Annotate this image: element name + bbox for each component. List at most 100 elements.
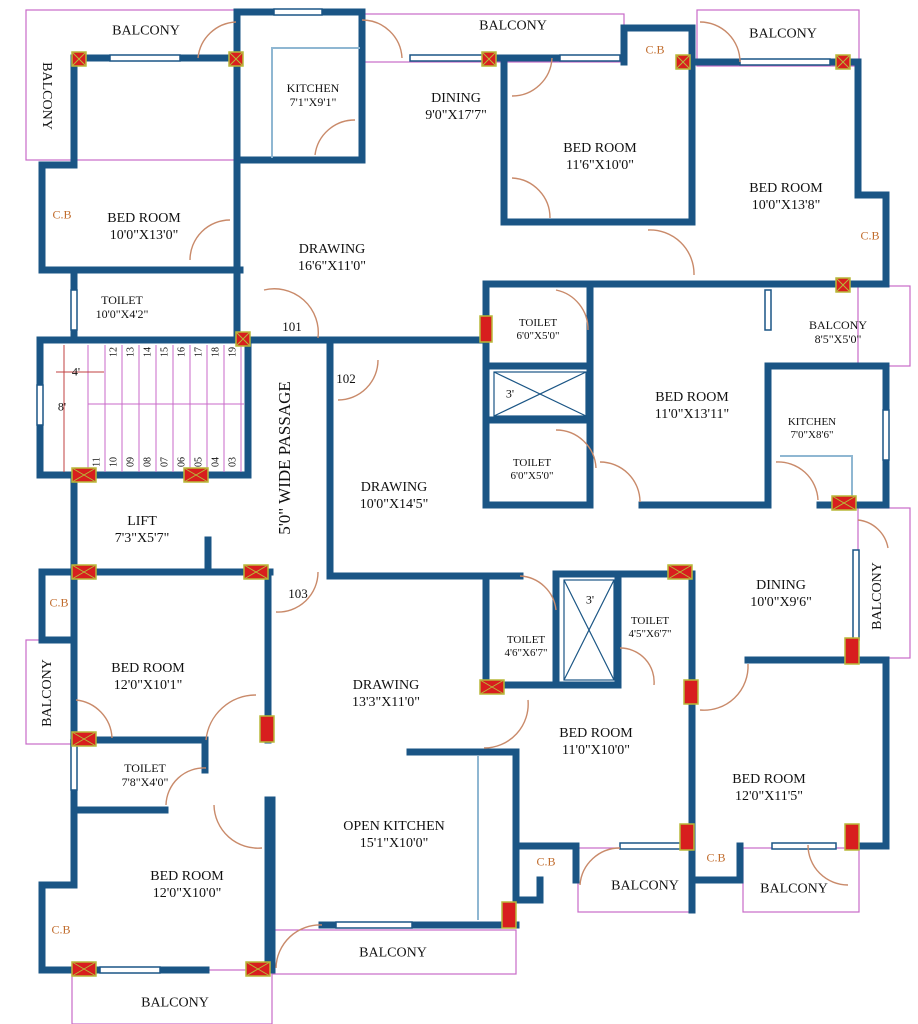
room-dimensions: 7'3"X5'7" (114, 531, 170, 546)
stair-step: 08 (142, 457, 154, 467)
stair-step: 15 (159, 347, 171, 357)
room-name: TOILET (630, 615, 670, 627)
room-name: OPEN KITCHEN (343, 819, 445, 834)
stair-step: 11 (91, 457, 103, 467)
staircase (87, 345, 244, 472)
room-name: KITCHEN (787, 416, 837, 428)
room-name: TOILET (518, 317, 558, 329)
drawing-middle-label: DRAWING 10'0"X14'5" (360, 479, 429, 513)
room-dimensions: 7'1"X9'1" (289, 95, 337, 109)
counters (271, 47, 853, 920)
room-name: LIFT (127, 514, 157, 529)
room-dimensions: 6'0"X5'0" (510, 470, 554, 482)
kitchen-right-label: KITCHEN 7'0"X8'6" (788, 416, 836, 442)
room-dimensions: 16'6"X11'0" (297, 259, 367, 274)
cb-label: C.B (536, 854, 556, 869)
room-name: TOILET (512, 457, 552, 469)
room-dimensions: 10'0"X13'0" (109, 228, 179, 243)
stair-step: 10 (108, 457, 120, 467)
room-name: BED ROOM (563, 141, 637, 156)
stair-step: 19 (227, 347, 239, 357)
room-name: DRAWING (360, 480, 428, 495)
stair-step: 17 (193, 347, 205, 357)
stair-step: 09 (125, 457, 137, 467)
room-dimensions: 10'0"X13'8" (751, 198, 821, 213)
cb-label: C.B (51, 922, 71, 937)
balcony-low-middle-label: BALCONY (611, 878, 679, 894)
balcony-bottom-middle-label: BALCONY (359, 945, 427, 961)
stair-step: 05 (193, 457, 205, 467)
balcony-bottom-left-label: BALCONY (141, 995, 209, 1011)
room-dimensions: 7'8"X4'0" (121, 775, 169, 789)
room-dimensions: 7'0"X8'6" (790, 429, 834, 441)
room-name: DRAWING (352, 678, 420, 693)
drawing-top-label: DRAWING 16'6"X11'0" (298, 241, 366, 275)
stair-width-label: 4' (71, 364, 81, 379)
balcony-left-low-label: BALCONY (40, 659, 55, 727)
kitchen-top-label: KITCHEN 7'1"X9'1" (287, 81, 340, 109)
room-name: BED ROOM (559, 726, 633, 741)
room-dimensions: 6'0"X5'0" (516, 330, 560, 342)
room-dimensions: 12'0"X11'5" (734, 789, 804, 804)
stair-step: 14 (142, 347, 154, 357)
balcony-top-middle-label: BALCONY (479, 18, 547, 34)
room-dimensions: 4'5"X6'7" (628, 628, 672, 640)
bedroom-bottom-left-label: BED ROOM 12'0"X10'0" (150, 868, 224, 902)
room-dimensions: 12'0"X10'1" (113, 678, 183, 693)
stair-step: 03 (227, 457, 239, 467)
cb-label: C.B (860, 228, 880, 243)
room-name: BED ROOM (749, 181, 823, 196)
room-dimensions: 11'0"X13'11" (654, 407, 730, 422)
lift-label: LIFT 7'3"X5'7" (115, 513, 170, 547)
room-dimensions: 11'6"X10'0" (565, 158, 635, 173)
room-dimensions: 9'0"X17'7" (425, 108, 487, 123)
room-name: BED ROOM (150, 869, 224, 884)
open-kitchen-label: OPEN KITCHEN 15'1"X10'0" (343, 818, 445, 852)
stair-step: 18 (210, 347, 222, 357)
room-name: BED ROOM (111, 661, 185, 676)
room-name: BED ROOM (107, 211, 181, 226)
room-name: TOILET (506, 634, 546, 646)
room-dimensions: 10'0"X9'6" (750, 595, 812, 610)
bedroom-low-right-label: BED ROOM 12'0"X11'5" (732, 771, 806, 805)
room-name: DINING (431, 91, 481, 106)
cb-label: C.B (52, 207, 72, 222)
cb-label: C.B (49, 595, 69, 610)
unit-number-101: 101 (282, 319, 302, 334)
room-dimensions: 11'0"X10'0" (561, 743, 631, 758)
columns (71, 51, 860, 977)
stair-depth-label: 8' (57, 399, 67, 414)
drawing-low-label: DRAWING 13'3"X11'0" (352, 677, 420, 711)
balcony-right-low-label: BALCONY (870, 562, 885, 630)
passage-label: 5'0" WIDE PASSAGE (275, 381, 294, 535)
walls (36, 8, 890, 974)
toilet-middle-b-label: TOILET 6'0"X5'0" (511, 457, 554, 483)
toilet-left-low-label: TOILET 7'8"X4'0" (122, 761, 169, 789)
windows (36, 8, 890, 974)
dining-right-label: DINING 10'0"X9'6" (750, 577, 812, 611)
balcony-low-right-label: BALCONY (760, 881, 828, 897)
room-name: DRAWING (298, 242, 366, 257)
doors (75, 19, 889, 969)
room-name: TOILET (101, 293, 143, 307)
cb-label: C.B (706, 850, 726, 865)
room-dimensions: 12'0"X10'0" (152, 886, 222, 901)
shaft-b-label: 3' (585, 592, 595, 607)
bedroom-left-middle-label: BED ROOM 12'0"X10'1" (111, 660, 185, 694)
room-dimensions: 10'0"X14'5" (359, 497, 429, 512)
unit-number-103: 103 (288, 586, 308, 601)
toilet-low-b-label: TOILET 4'5"X6'7" (629, 615, 672, 641)
toilet-low-a-label: TOILET 4'6"X6'7" (505, 634, 548, 660)
stair-step: 16 (176, 347, 188, 357)
bedroom-top-middle-label: BED ROOM 11'6"X10'0" (563, 140, 637, 174)
bedroom-right-middle-label: BED ROOM 11'0"X13'11" (655, 389, 730, 423)
room-dimensions: 10'0"X4'2" (95, 307, 149, 321)
lift-shafts (493, 371, 615, 681)
room-name: BALCONY (808, 318, 868, 332)
room-name: DINING (756, 578, 806, 593)
toilet-middle-a-label: TOILET 6'0"X5'0" (517, 317, 560, 343)
stair-step: 04 (210, 457, 222, 467)
room-dimensions: 4'6"X6'7" (504, 647, 548, 659)
room-dimensions: 8'5"X5'0" (814, 332, 862, 346)
